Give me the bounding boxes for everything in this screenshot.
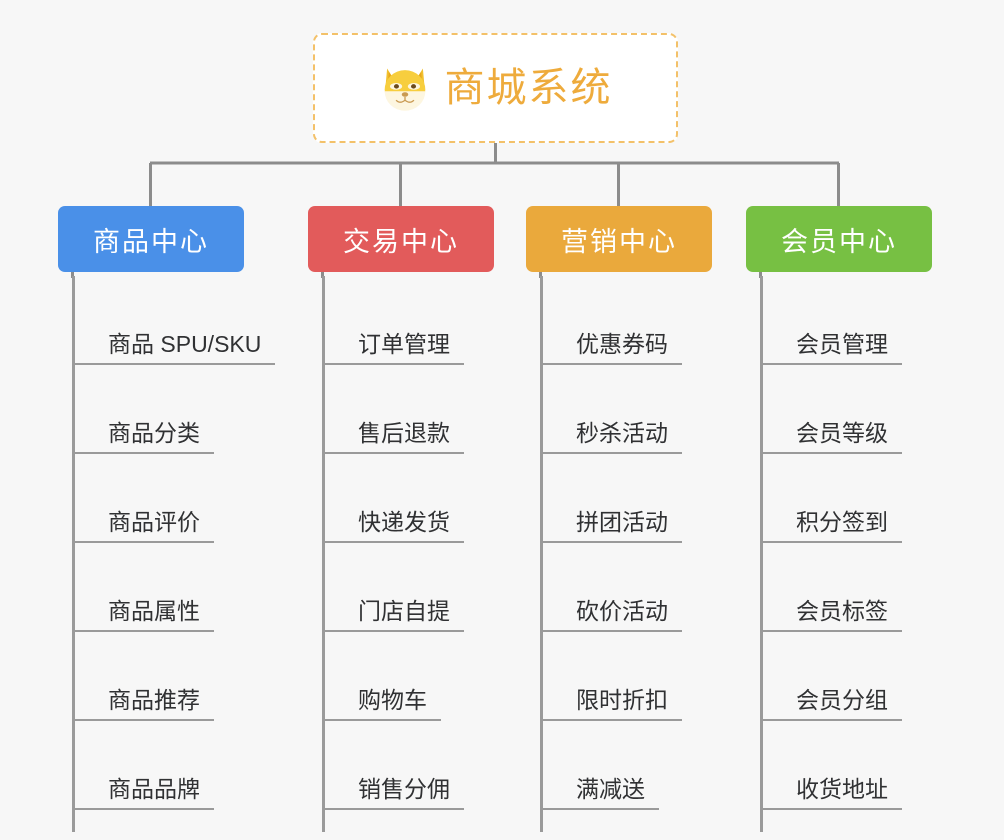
leaf-item[interactable]: 会员分组 <box>763 632 902 721</box>
leaf-item[interactable]: 商品品牌 <box>75 721 214 810</box>
leaf-column-4: 会员管理会员等级积分签到会员标签会员分组收货地址 <box>760 276 986 832</box>
leaf-item-label: 会员分组 <box>763 687 902 721</box>
category-label: 会员中心 <box>781 226 897 257</box>
category-box-2[interactable]: 交易中心 <box>308 206 494 272</box>
leaf-item[interactable]: 会员等级 <box>763 365 902 454</box>
leaf-rail <box>322 276 325 832</box>
leaf-item-label: 砍价活动 <box>543 598 682 632</box>
leaf-item[interactable]: 商品属性 <box>75 543 214 632</box>
root-node[interactable]: 商城系统 <box>313 33 678 143</box>
leaf-item-label: 商品 SPU/SKU <box>75 331 276 365</box>
leaf-item[interactable]: 限时折扣 <box>543 632 682 721</box>
leaf-item[interactable]: 满减送 <box>543 721 659 810</box>
leaf-item-label: 会员管理 <box>763 331 902 365</box>
leaf-item-label: 售后退款 <box>325 420 464 454</box>
category-label: 交易中心 <box>343 226 459 257</box>
leaf-item-label: 商品评价 <box>75 509 214 543</box>
leaf-rail <box>72 276 75 832</box>
leaf-item-label: 拼团活动 <box>543 509 682 543</box>
leaf-column-2: 订单管理售后退款快递发货门店自提购物车销售分佣 <box>322 276 548 832</box>
leaf-item-label: 商品分类 <box>75 420 214 454</box>
leaf-item-label: 限时折扣 <box>543 687 682 721</box>
root-title: 商城系统 <box>444 66 613 110</box>
category-box-1[interactable]: 商品中心 <box>58 206 244 272</box>
leaf-item-label: 会员等级 <box>763 420 902 454</box>
leaf-item[interactable]: 销售分佣 <box>325 721 464 810</box>
leaf-item-label: 商品属性 <box>75 598 214 632</box>
category-box-4[interactable]: 会员中心 <box>746 206 932 272</box>
shiba-dog-icon <box>384 68 425 111</box>
leaf-item[interactable]: 商品 SPU/SKU <box>75 276 276 365</box>
leaf-item[interactable]: 优惠券码 <box>543 276 682 365</box>
leaf-item[interactable]: 会员管理 <box>763 276 902 365</box>
leaf-item-label: 秒杀活动 <box>543 420 682 454</box>
leaf-item[interactable]: 门店自提 <box>325 543 464 632</box>
leaf-item[interactable]: 商品推荐 <box>75 632 214 721</box>
leaf-column-1: 商品 SPU/SKU 商品分类商品评价商品属性商品推荐商品品牌 <box>72 276 298 832</box>
leaf-item[interactable]: 商品评价 <box>75 454 214 543</box>
leaf-column-3: 优惠券码秒杀活动拼团活动砍价活动限时折扣满减送 <box>540 276 766 832</box>
leaf-item[interactable]: 商品分类 <box>75 365 214 454</box>
leaf-item[interactable]: 订单管理 <box>325 276 464 365</box>
leaf-rail <box>540 276 543 832</box>
leaf-item[interactable]: 售后退款 <box>325 365 464 454</box>
leaf-item-label: 会员标签 <box>763 598 902 632</box>
leaf-rail <box>760 276 763 832</box>
leaf-item-label: 商品品牌 <box>75 776 214 810</box>
category-label: 营销中心 <box>561 226 677 257</box>
leaf-item[interactable]: 积分签到 <box>763 454 902 543</box>
leaf-item-label: 满减送 <box>543 776 659 810</box>
leaf-item-label: 商品推荐 <box>75 687 214 721</box>
leaf-item-label: 订单管理 <box>325 331 464 365</box>
leaf-item-label: 积分签到 <box>763 509 902 543</box>
leaf-item-label: 销售分佣 <box>325 776 464 810</box>
leaf-item[interactable]: 会员标签 <box>763 543 902 632</box>
leaf-item[interactable]: 快递发货 <box>325 454 464 543</box>
leaf-item[interactable]: 秒杀活动 <box>543 365 682 454</box>
leaf-item[interactable]: 购物车 <box>325 632 441 721</box>
leaf-item[interactable]: 砍价活动 <box>543 543 682 632</box>
leaf-item-label: 快递发货 <box>325 509 464 543</box>
leaf-item-label: 优惠券码 <box>543 331 682 365</box>
leaf-item-label: 门店自提 <box>325 598 464 632</box>
leaf-item-label: 购物车 <box>325 687 441 721</box>
leaf-item[interactable]: 拼团活动 <box>543 454 682 543</box>
category-label: 商品中心 <box>93 226 209 257</box>
leaf-item-label: 收货地址 <box>763 776 902 810</box>
leaf-item[interactable]: 收货地址 <box>763 721 902 810</box>
category-box-3[interactable]: 营销中心 <box>526 206 712 272</box>
